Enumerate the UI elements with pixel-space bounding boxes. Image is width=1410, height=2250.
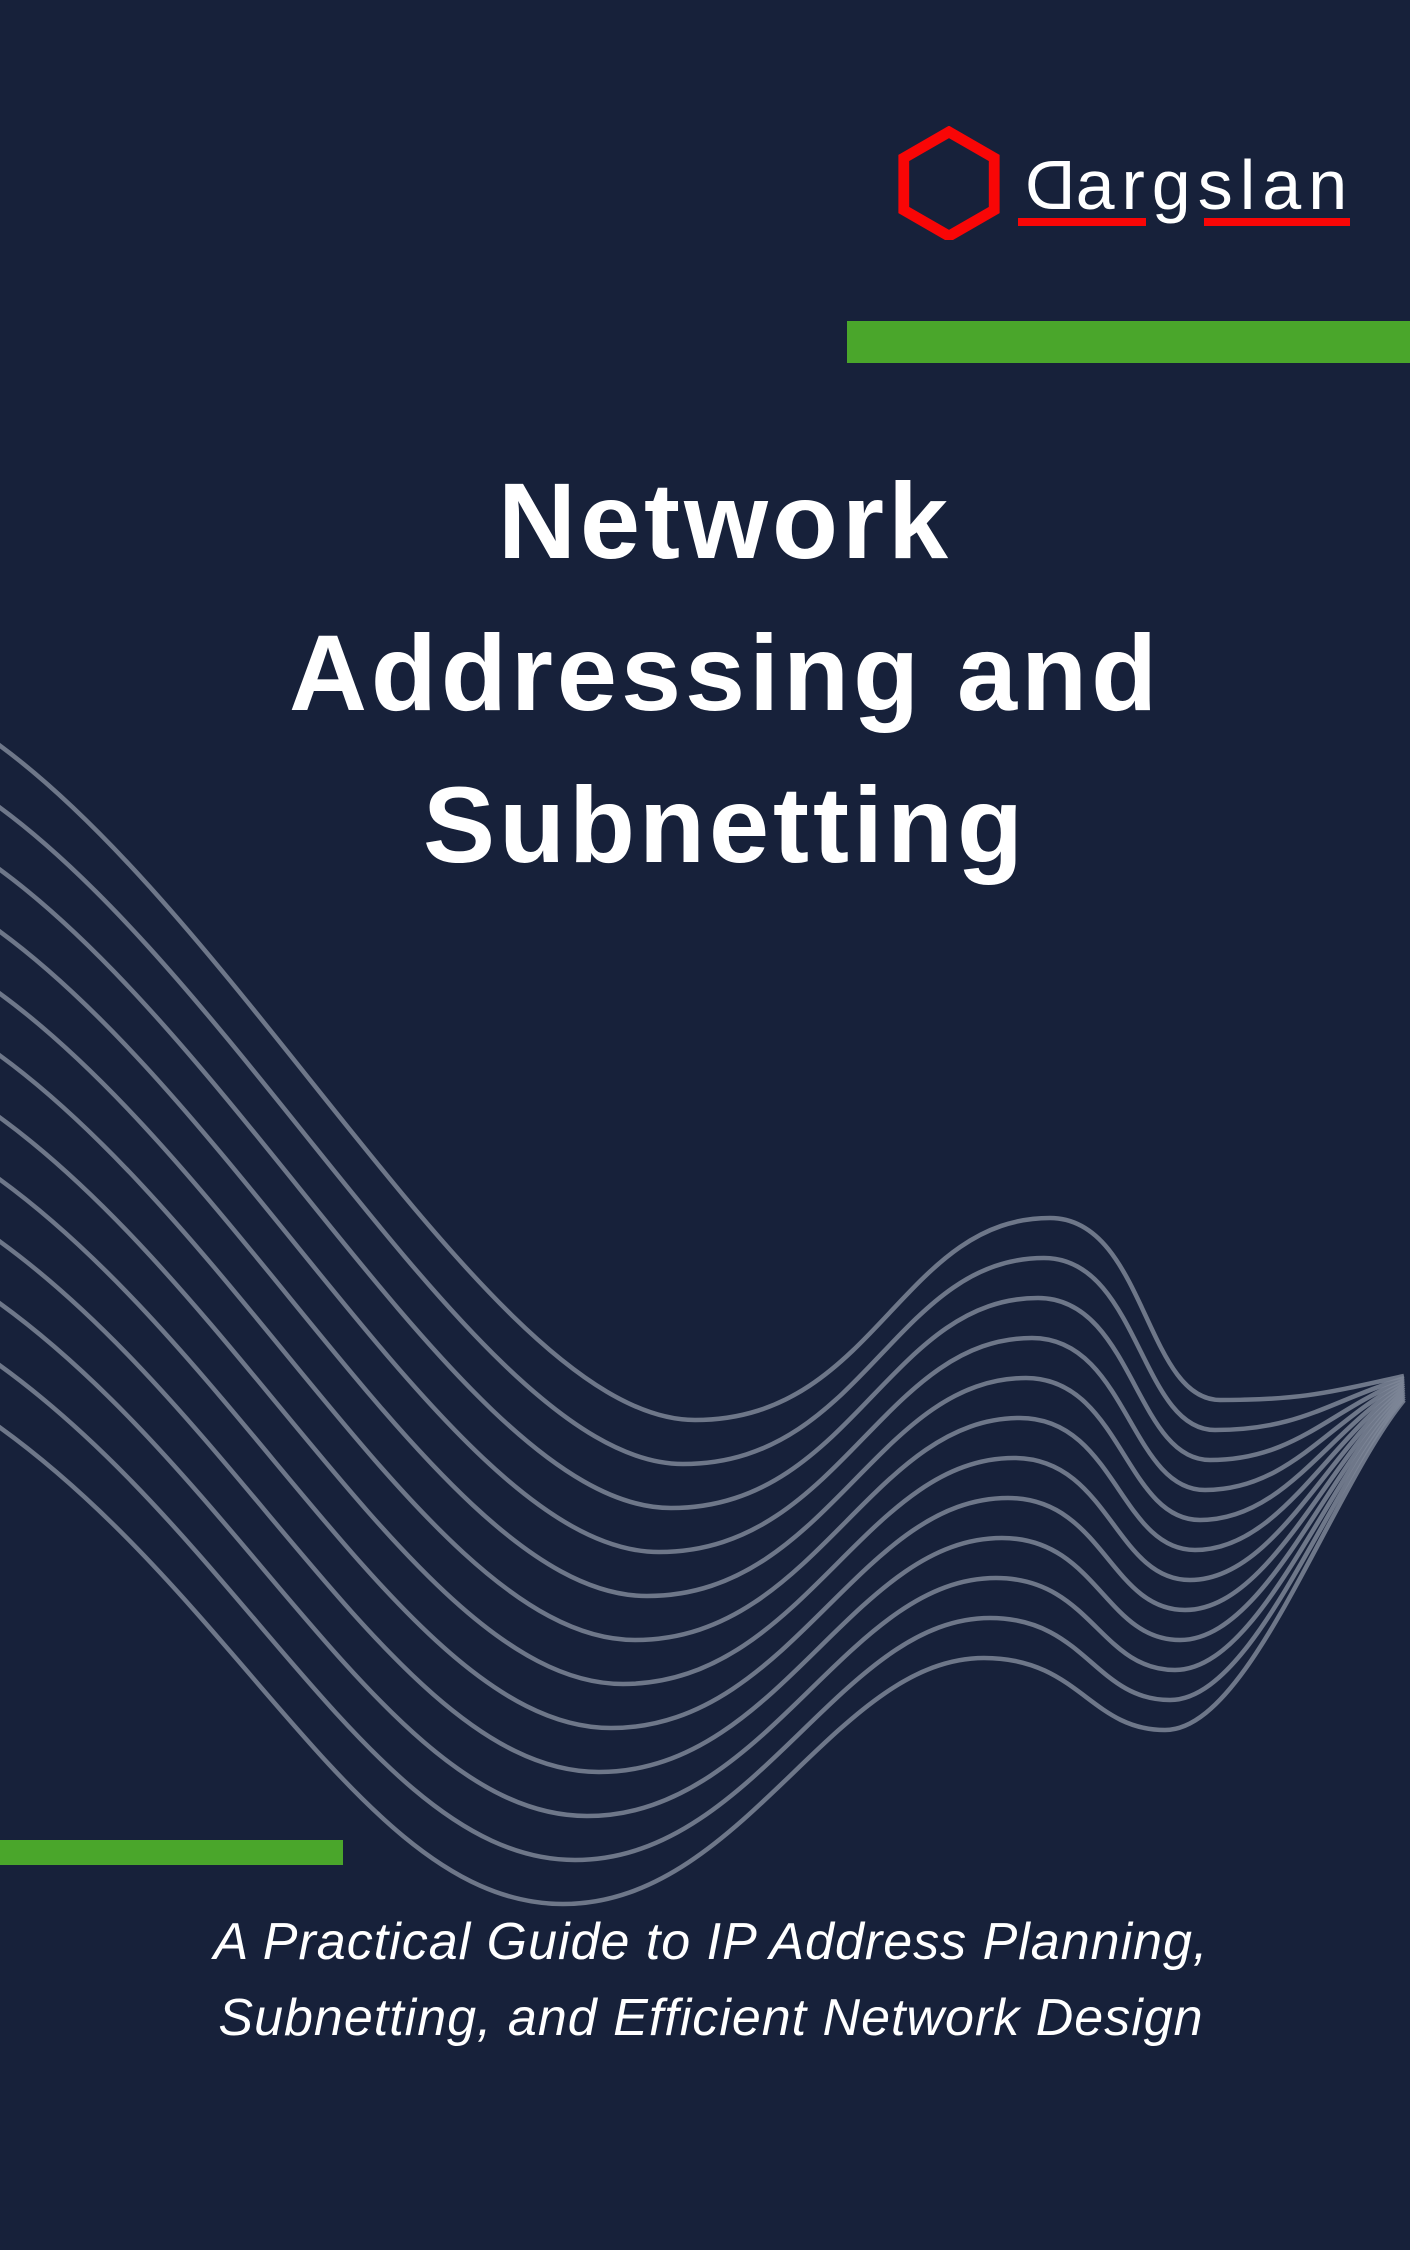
title-line-3: Subnetting (423, 764, 1027, 885)
title-line-2: Addressing and (288, 612, 1162, 733)
accent-bar-bottom-left (0, 1840, 343, 1865)
wave-line (0, 1177, 1406, 1731)
wordmark-underline-left (1018, 218, 1146, 226)
hexagon-icon (898, 126, 1000, 240)
wordmark-first-letter: D (1018, 146, 1076, 224)
wave-line (0, 991, 1406, 1599)
wave-line (0, 1300, 1406, 1819)
accent-bar-top-right (847, 321, 1410, 363)
wave-line (0, 1362, 1406, 1863)
subtitle-line-1: A Practical Guide to IP Address Planning… (213, 1913, 1209, 1971)
wave-line (0, 1238, 1406, 1775)
wave-line (0, 1398, 1406, 1907)
title-line-1: Network (497, 460, 953, 581)
wave-line (0, 743, 1405, 1423)
book-subtitle: A Practical Guide to IP Address Planning… (0, 1904, 1410, 2056)
wave-line (0, 929, 1405, 1555)
wave-line (0, 1115, 1406, 1687)
wave-line (0, 805, 1405, 1467)
wave-line (0, 867, 1405, 1511)
brand-logo: Dargslan (896, 126, 1350, 240)
wordmark-underline-right (1204, 218, 1350, 226)
wave-lines (0, 743, 1406, 1907)
brand-wordmark: Dargslan (1018, 146, 1358, 246)
wordmark-rest: argslan (1075, 146, 1355, 224)
book-title: Network Addressing and Subnetting (0, 445, 1410, 901)
subtitle-line-2: Subnetting, and Efficient Network Design (218, 1989, 1204, 2047)
wave-line (0, 1053, 1406, 1643)
